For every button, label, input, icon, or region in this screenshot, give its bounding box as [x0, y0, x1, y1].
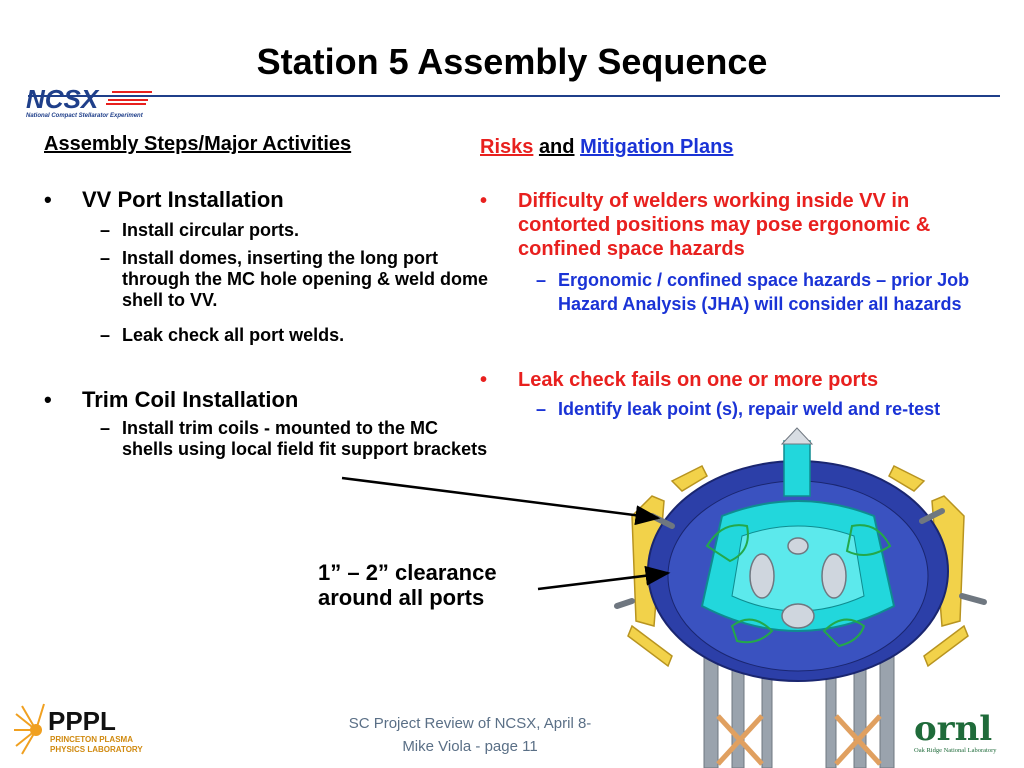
right-column-header: Risks and Mitigation Plans: [480, 136, 733, 159]
footer-line1: SC Project Review of NCSX, April 8-: [348, 715, 592, 732]
bullet-dot: •: [480, 369, 488, 391]
clearance-callout-line1: 1” – 2” clearance: [318, 560, 497, 585]
bullet-dot: •: [480, 190, 488, 212]
right-sub-item: – Identify leak point (s), repair weld a…: [536, 399, 941, 419]
right-bullet-leak: • Leak check fails on one or more ports: [480, 368, 988, 393]
pppl-logo-text: PPPL: [48, 706, 116, 736]
slide-title: Station 5 Assembly Sequence: [256, 41, 768, 82]
bullet-dot: •: [44, 187, 52, 212]
pppl-logo-subtitle-2: PHYSICS LABORATORY: [50, 745, 143, 754]
clearance-callout-line2: around all ports: [318, 585, 485, 610]
stellarator-assembly-illustration: [614, 427, 987, 768]
bullet-dot: •: [44, 387, 52, 412]
ornl-logo: ornl Oak Ridge National Laboratory: [910, 708, 1014, 761]
ncsx-logo: NCSX: [26, 84, 152, 114]
pppl-logo-graphic: PPPL PRINCETON PLASMA PHYSICS LABORATORY: [14, 703, 143, 755]
left-bullet-trim-coil: • Trim Coil Installation: [44, 387, 299, 412]
left-sub-item: – Install domes, inserting the long port…: [100, 248, 488, 310]
left-sub-text: Install circular ports.: [122, 220, 300, 240]
ncsx-tagline: National Compact Stellarator Experiment: [26, 113, 143, 119]
right-sub-text: Identify leak point (s), repair weld and…: [558, 399, 941, 419]
left-bullet-vv-port: • VV Port Installation: [44, 187, 284, 212]
clearance-callout: 1” – 2” clearance around all ports: [318, 560, 497, 610]
left-sub-item: – Install circular ports.: [100, 220, 300, 240]
left-sub-text: Install trim coils - mounted to the MC s…: [122, 418, 488, 459]
right-bullet-text: Leak check fails on one or more ports: [518, 369, 879, 391]
trim-coil-arrow: [341, 476, 661, 526]
pppl-logo-subtitle-1: PRINCETON PLASMA: [50, 735, 133, 744]
mitigation-header-label: Mitigation Plans: [580, 136, 734, 158]
pppl-logo: PPPL PRINCETON PLASMA PHYSICS LABORATORY: [14, 702, 154, 763]
and-header-label: and: [538, 136, 575, 158]
left-sub-text: Leak check all port welds.: [122, 325, 345, 345]
left-sub-item: – Install trim coils - mounted to the MC…: [100, 418, 488, 459]
right-bullet-welders: • Difficulty of welders working inside V…: [480, 189, 988, 261]
ncsx-logo-text: NCSX: [26, 84, 100, 114]
right-sub-item: – Ergonomic / confined space hazards – p…: [536, 270, 970, 314]
right-bullet-text: Difficulty of welders working inside VV …: [518, 190, 931, 260]
title-divider: [28, 95, 1000, 97]
ornl-logo-subtitle: Oak Ridge National Laboratory: [914, 747, 997, 754]
risks-header-label: Risks: [480, 136, 534, 158]
left-column-header: Assembly Steps/Major Activities: [44, 133, 352, 155]
ornl-logo-graphic: ornl Oak Ridge National Laboratory: [914, 709, 997, 754]
right-sub-text: Ergonomic / confined space hazards – pri…: [558, 270, 970, 314]
left-sub-item: – Leak check all port welds.: [100, 325, 345, 345]
slide-footer: SC Project Review of NCSX, April 8- Mike…: [300, 712, 640, 758]
left-bullet-text: Trim Coil Installation: [82, 387, 299, 412]
left-sub-text: Install domes, inserting the long port t…: [122, 248, 488, 310]
left-bullet-text: VV Port Installation: [82, 187, 284, 212]
footer-line2: Mike Viola - page 11: [402, 738, 538, 755]
ornl-logo-text: ornl: [914, 709, 992, 749]
